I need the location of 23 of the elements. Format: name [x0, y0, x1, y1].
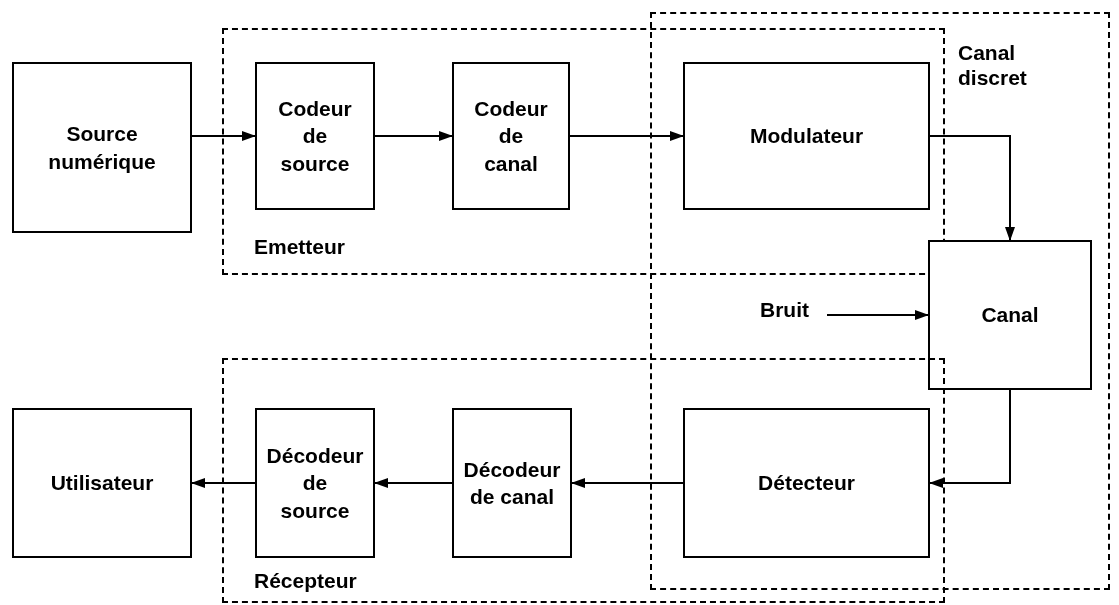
arrow — [374, 478, 453, 488]
group-label: Canal discret — [958, 40, 1028, 91]
process-box: Source numérique — [12, 62, 192, 233]
process-box: Canal — [928, 240, 1092, 390]
arrow — [929, 389, 1011, 488]
arrow — [191, 131, 256, 141]
arrow — [826, 310, 929, 320]
dashed-group — [650, 12, 1110, 590]
group-label: Récepteur — [254, 568, 357, 594]
process-box: Décodeur de canal — [452, 408, 572, 558]
process-box: Codeur de canal — [452, 62, 570, 210]
process-box: Codeur de source — [255, 62, 375, 210]
process-box: Modulateur — [683, 62, 930, 210]
arrow — [571, 478, 684, 488]
process-box: Utilisateur — [12, 408, 192, 558]
node-label: Bruit — [760, 298, 809, 322]
arrow — [191, 478, 256, 488]
group-label: Emetteur — [254, 234, 346, 260]
process-box: Détecteur — [683, 408, 930, 558]
arrow — [374, 131, 453, 141]
arrow — [929, 135, 1015, 241]
process-box: Décodeur de source — [255, 408, 375, 558]
arrow — [569, 131, 684, 141]
